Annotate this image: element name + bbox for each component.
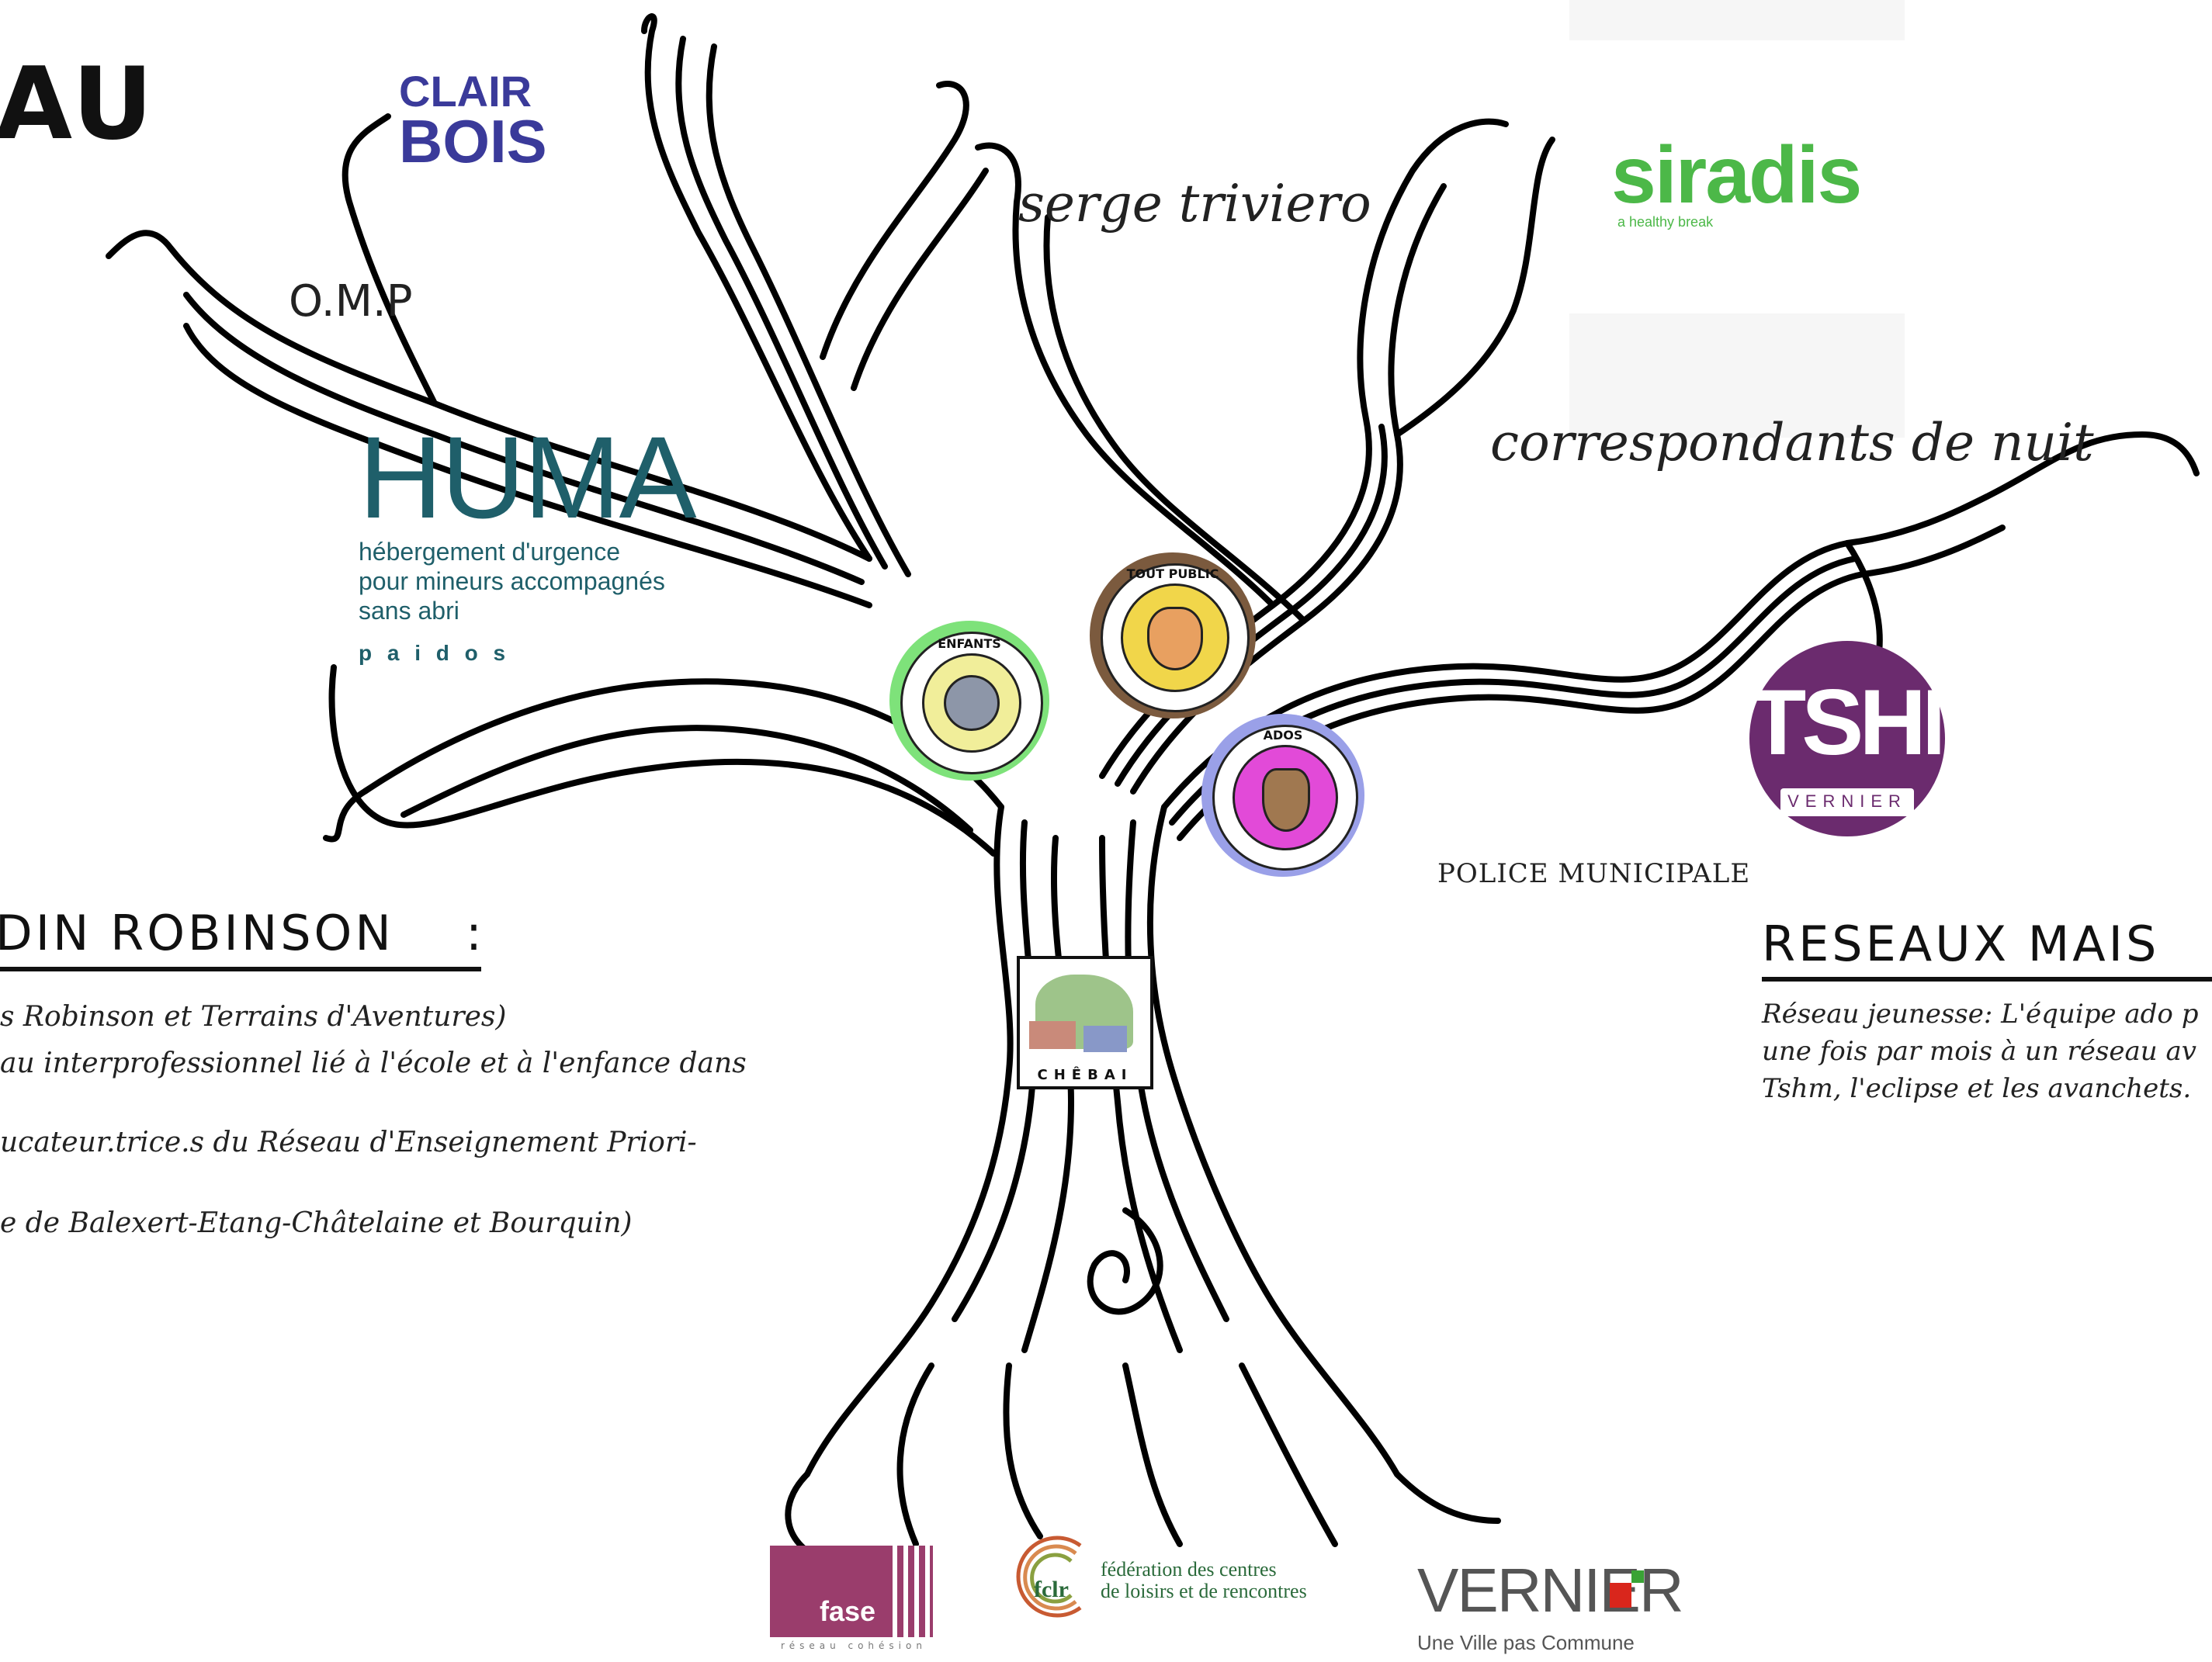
clairbois-line1: CLAIR bbox=[399, 67, 532, 116]
root-4 bbox=[1122, 1362, 1183, 1547]
branch-left-inner bbox=[400, 725, 973, 833]
vernier-flag-icon bbox=[1610, 1583, 1631, 1608]
trunk-inner-3 bbox=[1099, 835, 1183, 1353]
fase-stripes-icon bbox=[886, 1546, 933, 1637]
goat-icon bbox=[1262, 768, 1310, 832]
huma-line1: hébergement d'urgence bbox=[359, 538, 621, 566]
rabbit-icon bbox=[944, 675, 1000, 731]
root-5 bbox=[1239, 1362, 1338, 1547]
fase-sub: réseau cohésion bbox=[781, 1640, 927, 1651]
clairbois-logo[interactable]: CLAIR BOIS bbox=[399, 67, 547, 175]
vernier-logo[interactable]: VERNIER Une Ville pas Commune bbox=[1417, 1556, 1684, 1655]
trunk-outline-right bbox=[1146, 804, 1400, 1477]
huma-line2: pour mineurs accompagnés bbox=[359, 567, 665, 595]
branch-top-left-b bbox=[706, 43, 911, 577]
corner-title: AU bbox=[0, 47, 157, 162]
fclr-rainbow-icon bbox=[1016, 1536, 1082, 1618]
branch-left-main-lower bbox=[328, 664, 997, 857]
branch-omp-lower bbox=[183, 323, 872, 608]
tout-public-badge[interactable]: TOUT PUBLIC bbox=[1090, 552, 1256, 718]
fclr-abbr: fclr bbox=[1034, 1577, 1069, 1602]
enfants-badge-label: ENFANTS bbox=[938, 636, 1001, 651]
chebai-label: CHÊBAI bbox=[1037, 1067, 1133, 1083]
branch-right-top-a bbox=[1394, 137, 1555, 438]
branch-serge-b bbox=[1043, 214, 1307, 624]
right-line-2: une fois par mois à un réseau av bbox=[1762, 1036, 2196, 1067]
left-line-1: s Robinson et Terrains d'Aventures) bbox=[0, 1001, 507, 1033]
chebai-logo[interactable]: CHÊBAI bbox=[1017, 956, 1153, 1089]
fase-logo[interactable]: fase réseau cohésion bbox=[770, 1546, 938, 1653]
right-line-1: Réseau jeunesse: L'équipe ado p bbox=[1762, 999, 2199, 1030]
left-line-3: ucateur.trice.s du Réseau d'Enseignement… bbox=[0, 1127, 697, 1158]
left-section-underline bbox=[0, 967, 481, 971]
huma-line3: sans abri bbox=[359, 597, 459, 625]
branch-top-left-c bbox=[675, 36, 888, 570]
chicken-icon bbox=[1147, 607, 1203, 670]
left-section-colon: : bbox=[466, 905, 482, 961]
tshm-name: TSHM bbox=[1749, 670, 1999, 774]
left-section-heading: DIN ROBINSON bbox=[0, 905, 394, 961]
branch-top-left-a bbox=[641, 13, 872, 562]
vernier-name: VERNIER bbox=[1417, 1556, 1684, 1625]
fase-name: fase bbox=[820, 1595, 876, 1627]
right-section-underline bbox=[1762, 977, 2212, 982]
police-municipale-label: POLICE MUNICIPALE bbox=[1437, 858, 1751, 889]
omp-label: O.M.P bbox=[289, 276, 413, 327]
correspondants-de-nuit-label: correspondants de nuit bbox=[1490, 413, 2094, 473]
siradis-name: siradis bbox=[1611, 130, 1862, 220]
trunk-inner-2 bbox=[1021, 835, 1074, 1353]
tshm-sub: VERNIER bbox=[1787, 791, 1907, 811]
root-2 bbox=[896, 1362, 934, 1547]
root-6 bbox=[1394, 1471, 1501, 1524]
branch-right-b bbox=[1177, 525, 2006, 841]
left-line-4: e de Balexert-Etang-Châtelaine et Bourqu… bbox=[0, 1207, 633, 1239]
branch-omp-top bbox=[342, 113, 438, 407]
siradis-logo[interactable]: siradis a healthy break bbox=[1611, 130, 1862, 230]
branch-omp-upper bbox=[106, 230, 872, 562]
tshm-logo[interactable]: TSHM VERNIER bbox=[1749, 641, 1999, 836]
branch-right-a bbox=[1161, 431, 2200, 810]
root-3 bbox=[1003, 1362, 1043, 1539]
trunk-outline-left bbox=[804, 804, 1014, 1477]
huma-logo[interactable]: HUMA hébergement d'urgence pour mineurs … bbox=[359, 412, 697, 666]
serge-triviero-label: serge triviero bbox=[1018, 174, 1371, 234]
placeholder-box-mid bbox=[1569, 313, 1905, 438]
siradis-tagline: a healthy break bbox=[1617, 214, 1714, 230]
trunk-swirl bbox=[1087, 1207, 1163, 1315]
left-section-heading-row: DIN ROBINSON : bbox=[0, 905, 482, 967]
branch-top-mid-a bbox=[820, 81, 969, 360]
clairbois-line2: BOIS bbox=[399, 107, 547, 175]
branch-omp-inner bbox=[183, 292, 865, 585]
paidos-logo: p a i d o s bbox=[359, 641, 511, 665]
right-line-3: Tshm, l'eclipse et les avanchets. bbox=[1762, 1073, 2192, 1104]
enfants-badge[interactable]: ENFANTS bbox=[889, 621, 1049, 781]
branch-center-c bbox=[1115, 424, 1388, 787]
branch-left-main-upper bbox=[323, 678, 1004, 843]
fclr-line1: fédération des centres bbox=[1101, 1558, 1277, 1581]
tout-public-badge-label: TOUT PUBLIC bbox=[1126, 566, 1219, 581]
fclr-line2: de loisirs et de rencontres bbox=[1101, 1580, 1307, 1602]
huma-name: HUMA bbox=[359, 412, 697, 542]
left-section: DIN ROBINSON : s Robinson et Terrains d'… bbox=[0, 905, 747, 1239]
right-section-heading: RESEAUX MAIS bbox=[1762, 916, 2160, 972]
right-section: RESEAUX MAIS Réseau jeunesse: L'équipe a… bbox=[1762, 916, 2212, 1104]
branch-top-mid-b bbox=[851, 168, 989, 391]
vernier-tagline: Une Ville pas Commune bbox=[1417, 1631, 1635, 1654]
placeholder-box-top bbox=[1569, 0, 1905, 40]
left-line-2: au interprofessionnel lié à l'école et à… bbox=[0, 1047, 747, 1079]
branch-serge-a bbox=[975, 142, 1276, 608]
ados-badge[interactable]: ADOS bbox=[1201, 714, 1364, 877]
ados-badge-label: ADOS bbox=[1263, 728, 1303, 743]
